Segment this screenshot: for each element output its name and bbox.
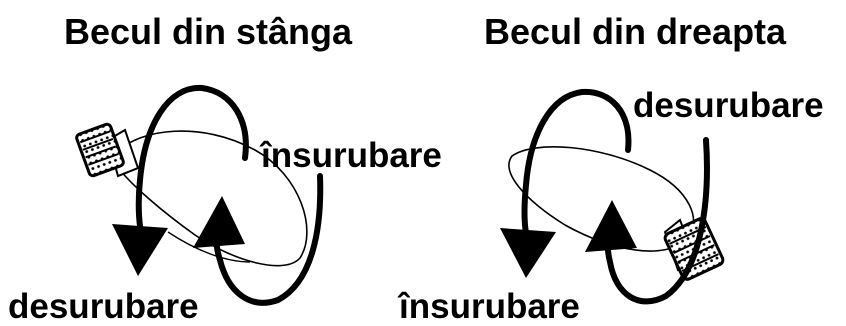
right-unscrew-label: desurubare xyxy=(633,86,824,125)
right-bulb-title: Becul din dreapta xyxy=(484,11,787,52)
left-bulb xyxy=(75,122,308,267)
left-bulb-title: Becul din stânga xyxy=(64,11,353,52)
left-screw-arrow xyxy=(193,173,324,306)
left-screw-label: însurubare xyxy=(261,136,442,175)
right-unscrew-arrow xyxy=(500,88,632,278)
left-bulb-glass xyxy=(119,130,308,267)
left-bulb-screw-base xyxy=(75,122,125,178)
left-unscrew-arrow xyxy=(112,84,249,276)
left-unscrew-label: desurubare xyxy=(8,287,199,326)
right-screw-label: însurubare xyxy=(399,287,580,326)
right-screw-arrow xyxy=(585,137,710,305)
